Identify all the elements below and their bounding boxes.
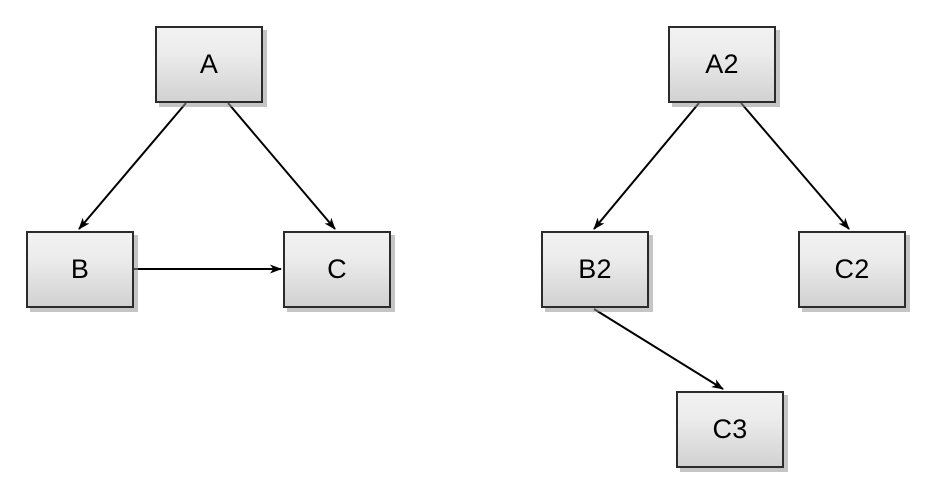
node-label-a2: A2 (705, 49, 739, 79)
edge-b2-to-c3 (593, 308, 724, 390)
node-b2[interactable]: B2 (541, 231, 649, 308)
edge-a2-to-c2 (740, 102, 850, 230)
node-a2[interactable]: A2 (668, 26, 776, 103)
node-c[interactable]: C (283, 231, 391, 308)
node-a[interactable]: A (155, 26, 263, 103)
edge-a2-to-b2 (593, 102, 700, 230)
node-c3[interactable]: C3 (676, 391, 784, 468)
edge-a-to-c (227, 102, 336, 230)
node-c2[interactable]: C2 (798, 231, 906, 308)
node-b[interactable]: B (26, 231, 134, 308)
node-label-c2: C2 (834, 254, 870, 284)
node-label-c: C (327, 254, 347, 284)
node-label-b: B (70, 254, 90, 284)
node-label-a: A (199, 49, 219, 79)
node-label-c3: C3 (712, 414, 748, 444)
node-label-b2: B2 (578, 254, 612, 284)
edge-a-to-b (78, 102, 187, 230)
